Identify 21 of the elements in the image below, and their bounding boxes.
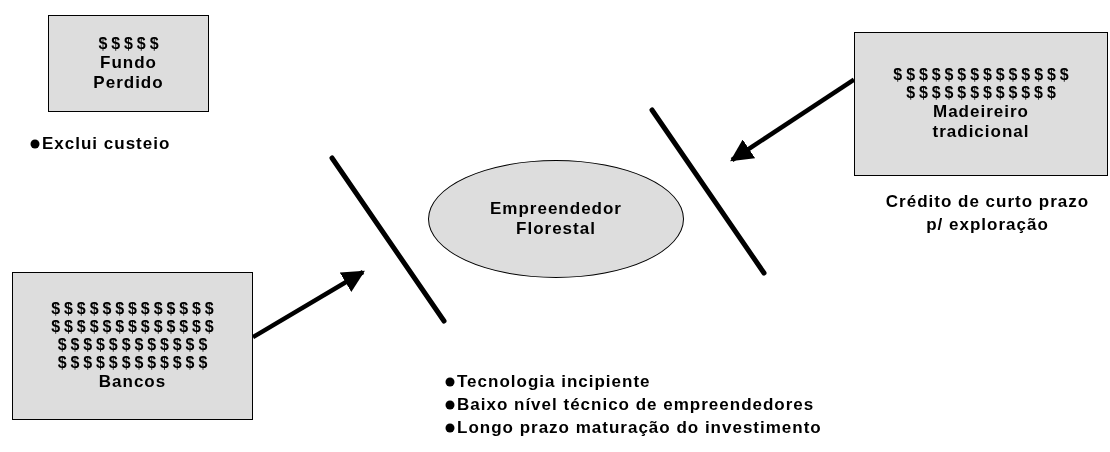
money-symbols: $$$$$	[98, 34, 163, 53]
note-text: Exclui custeio	[42, 133, 171, 155]
node-label: Bancos	[98, 372, 167, 392]
bullet-item: Tecnologia incipiente	[457, 371, 651, 393]
arrow	[730, 77, 856, 162]
funding-source-box	[48, 15, 209, 112]
money-symbols: $$$$$$$$$$$$	[906, 84, 1060, 102]
arrow	[251, 270, 365, 340]
money-symbols: $$$$$$$$$$$$$	[51, 318, 218, 336]
money-symbols: $$$$$$$$$$$$	[57, 354, 212, 372]
money-symbols: $$$$$$$$$$$$	[57, 336, 212, 354]
bullet-item: Longo prazo maturação do investimento	[457, 417, 822, 439]
node-label: Madeireiro tradicional	[931, 102, 1031, 142]
funding-source-box	[854, 32, 1108, 176]
bullet-item: Baixo nível técnico de empreendedores	[457, 394, 815, 416]
money-symbols: $$$$$$$$$$$$$	[51, 300, 218, 318]
funding-source-box	[12, 272, 253, 420]
node-label: Fundo Perdido	[92, 52, 165, 93]
money-symbols: $$$$$$$$$$$$$$	[893, 66, 1073, 84]
node-label: Empreendedor Florestal	[489, 199, 623, 239]
note-text: Crédito de curto prazo p/ exploração	[884, 191, 1091, 236]
